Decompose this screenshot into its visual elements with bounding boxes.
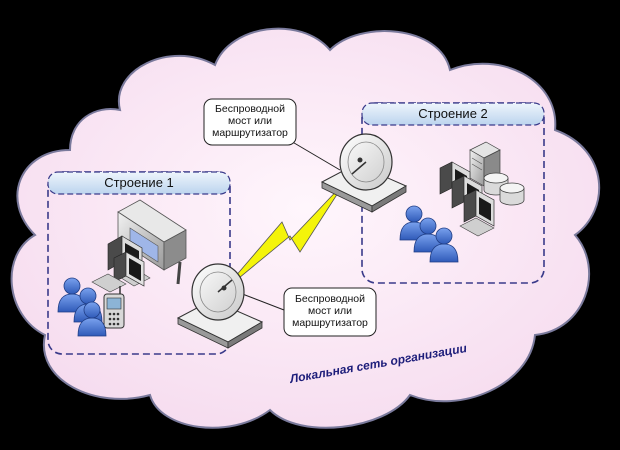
callout-line: Беспроводной — [214, 103, 286, 115]
callout-line: мост или — [308, 305, 352, 317]
user-icon — [77, 301, 107, 337]
building-1-title: Строение 1 — [104, 175, 174, 190]
satellite-dish-icon — [320, 133, 408, 213]
callout-box-bottom — [283, 287, 377, 337]
callout-label-top: Беспроводной мост или маршрутизатор — [204, 103, 296, 139]
mobile-phone-icon — [103, 286, 125, 329]
callout-label-bottom: Беспроводной мост или маршрутизатор — [284, 293, 376, 329]
callout-box-top — [203, 98, 297, 146]
callout-line: мост или — [228, 115, 272, 127]
callout-line: маршрутизатор — [292, 317, 368, 329]
user-group-icon — [399, 205, 459, 263]
building-2-title: Строение 2 — [418, 106, 488, 121]
database-icon — [499, 182, 525, 206]
user-icon — [429, 227, 459, 263]
building-title-tab — [361, 102, 545, 126]
plotter-icon — [117, 199, 187, 285]
callout-line: маршрутизатор — [212, 127, 288, 139]
user-group-icon — [57, 277, 107, 337]
workstation-icon — [91, 251, 145, 293]
callout-line: Беспроводной — [294, 293, 366, 305]
satellite-dish-icon — [176, 263, 264, 349]
building-2 — [361, 102, 545, 284]
building-1 — [47, 171, 231, 355]
workstation-icon — [459, 189, 495, 237]
building-title-tab — [47, 171, 231, 195]
